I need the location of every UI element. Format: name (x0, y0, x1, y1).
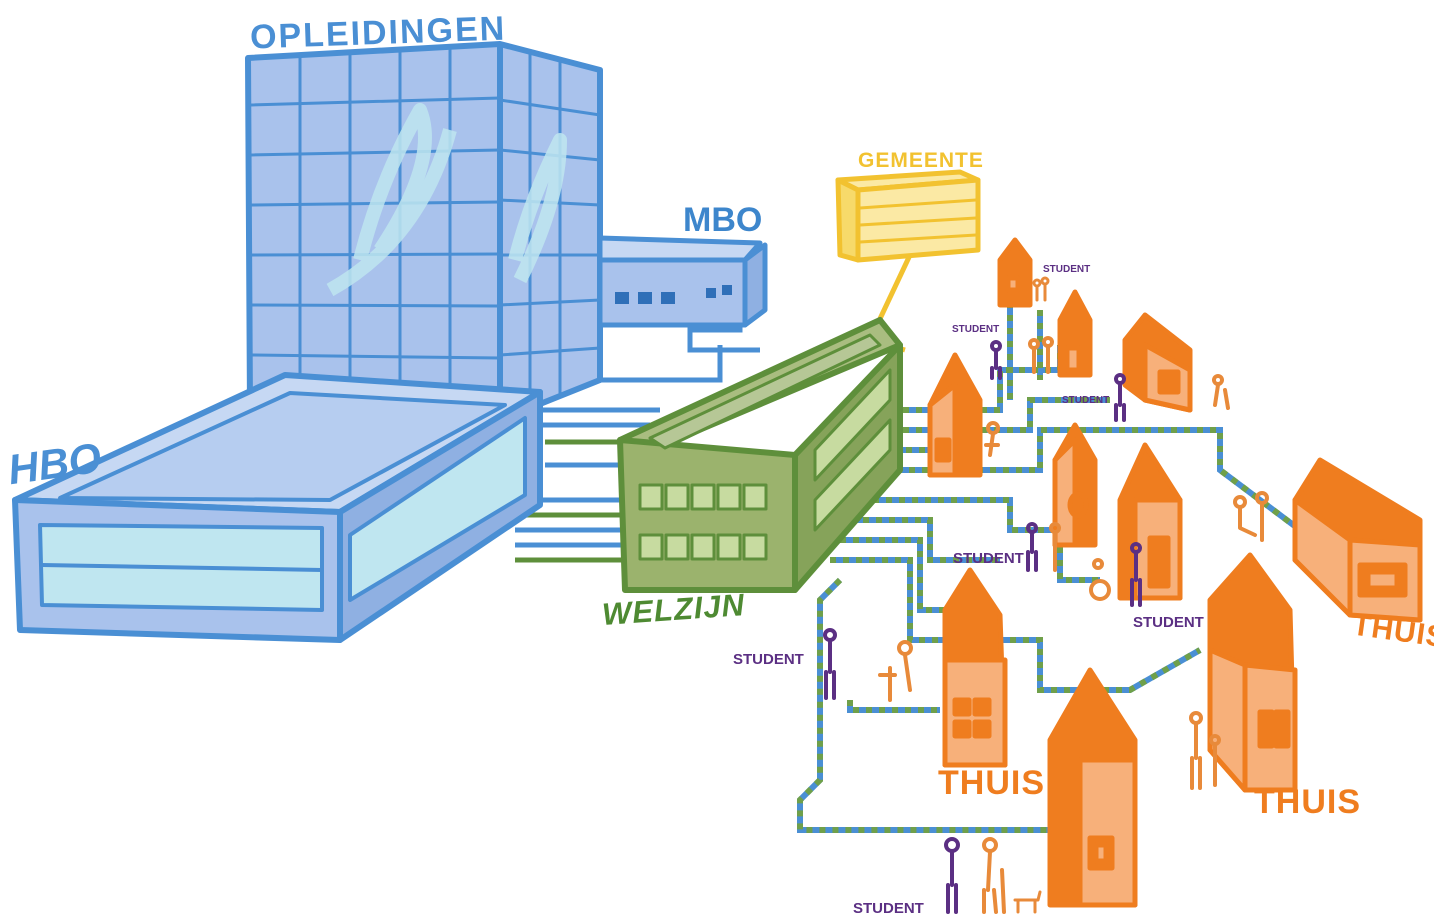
student-figure-icon (990, 340, 1002, 380)
student-label: STUDENT (733, 651, 804, 668)
mbo-label: MBO (683, 201, 763, 239)
opleidingen-tower (245, 41, 603, 423)
thuis-label: THUIS (938, 764, 1045, 802)
mbo-windows-icon (615, 285, 732, 304)
education-welzijn-connections (515, 297, 760, 563)
student-figure-icon (944, 837, 960, 914)
hbo-building (12, 372, 543, 643)
home-icon (927, 352, 983, 478)
student-figure-icon (1114, 373, 1126, 422)
person-icon (1189, 711, 1221, 790)
elderly-person-icon (1212, 374, 1230, 410)
home-icon (1292, 457, 1423, 623)
student-label: STUDENT (1043, 264, 1091, 275)
people (823, 276, 1269, 914)
person-icon (1049, 522, 1061, 572)
student-figure-icon (1026, 522, 1038, 572)
welzijn-building (617, 317, 903, 593)
elderly-with-walker-icon (878, 640, 913, 702)
home-icon (1122, 312, 1193, 413)
student-label: STUDENT (952, 324, 1000, 335)
person-icon (984, 421, 1000, 457)
student-label: STUDENT (1062, 395, 1110, 406)
student-label: STUDENT (1133, 614, 1204, 631)
elderly-person-icon (982, 837, 1006, 914)
student-label: STUDENT (853, 900, 924, 917)
window-reflection-icon (326, 103, 567, 297)
wheelchair-person-icon (1089, 558, 1111, 601)
home-icon (997, 237, 1033, 308)
student-figure-icon (823, 628, 837, 700)
mbo-building (597, 235, 768, 328)
student-figure-icon (1130, 542, 1142, 607)
homes (927, 237, 1423, 908)
gemeente-label: GEMEENTE (858, 149, 984, 172)
home-icon (942, 567, 1008, 768)
welzijn-windows-icon (638, 368, 892, 561)
home-icon (1052, 422, 1098, 548)
home-icon (1117, 442, 1183, 601)
thuis-label: THUIS (1254, 783, 1361, 821)
student-label: STUDENT (953, 550, 1024, 567)
home-icon (1057, 289, 1093, 378)
dog-icon (1013, 890, 1042, 914)
home-icon (1207, 552, 1298, 793)
seated-people-icon (1233, 491, 1269, 542)
home-icon (1047, 667, 1138, 908)
person-icon (1028, 336, 1054, 374)
person-icon (1032, 276, 1050, 302)
